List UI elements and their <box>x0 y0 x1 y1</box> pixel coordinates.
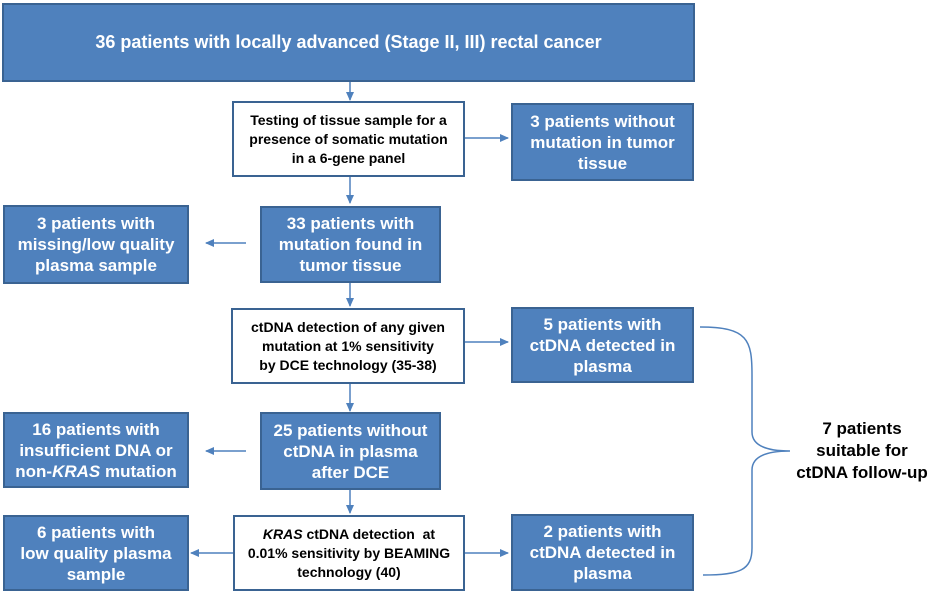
dce-detection-text: ctDNA detection of any given mutation at… <box>251 318 445 373</box>
no-ctdna-after-dce-box: 25 patients without ctDNA in plasma afte… <box>260 412 441 490</box>
dce-detection-box: ctDNA detection of any given mutation at… <box>231 308 465 384</box>
insufficient-line2: insufficient DNA or <box>19 440 173 460</box>
beaming-detected-text: 2 patients with ctDNA detected in plasma <box>529 522 676 583</box>
low-quality-plasma-box: 6 patients with low quality plasma sampl… <box>3 515 189 591</box>
dce-detected-text: 5 patients with ctDNA detected in plasma <box>529 314 676 376</box>
followup-label-text: 7 patients suitable for ctDNA follow-up <box>796 419 928 482</box>
insufficient-kras-italic: KRAS <box>52 461 101 481</box>
insufficient-line3-prefix: non- <box>15 461 53 481</box>
beaming-line3: technology (40) <box>297 563 401 580</box>
beaming-line1-suffix: ctDNA detection at <box>302 525 436 542</box>
followup-brace <box>699 326 791 576</box>
top-box-text: 36 patients with locally advanced (Stage… <box>95 32 602 52</box>
dce-detected-box: 5 patients with ctDNA detected in plasma <box>511 307 694 383</box>
insufficient-line1: 16 patients with <box>32 419 160 439</box>
insufficient-dna-box: 16 patients with insufficient DNA or non… <box>3 412 189 488</box>
beaming-detected-box: 2 patients with ctDNA detected in plasma <box>511 514 694 591</box>
no-ctdna-after-dce-text: 25 patients without ctDNA in plasma afte… <box>273 420 428 482</box>
beaming-detection-box: KRAS ctDNA detection at 0.01% sensitivit… <box>233 515 465 591</box>
beaming-line2: 0.01% sensitivity by BEAMING <box>247 544 451 561</box>
low-quality-plasma-text: 6 patients with low quality plasma sampl… <box>20 522 172 584</box>
no-mutation-box: 3 patients without mutation in tumor tis… <box>511 103 694 181</box>
no-mutation-text: 3 patients without mutation in tumor tis… <box>530 111 675 173</box>
beaming-kras-italic: KRAS <box>262 525 303 542</box>
missing-plasma-box: 3 patients with missing/low quality plas… <box>3 205 189 284</box>
tissue-testing-box: Testing of tissue sample for a presence … <box>232 101 465 177</box>
top-box: 36 patients with locally advanced (Stage… <box>2 3 695 82</box>
followup-label: 7 patients suitable for ctDNA follow-up <box>790 417 934 485</box>
mutation-found-box: 33 patients with mutation found in tumor… <box>260 206 441 283</box>
insufficient-dna-text: 16 patients with insufficient DNA or non… <box>15 419 177 482</box>
tissue-testing-text: Testing of tissue sample for a presence … <box>249 111 448 166</box>
insufficient-line3-suffix: mutation <box>100 461 177 481</box>
mutation-found-text: 33 patients with mutation found in tumor… <box>278 214 423 275</box>
beaming-detection-text: KRAS ctDNA detection at 0.01% sensitivit… <box>248 525 450 582</box>
missing-plasma-text: 3 patients with missing/low quality plas… <box>17 214 175 275</box>
